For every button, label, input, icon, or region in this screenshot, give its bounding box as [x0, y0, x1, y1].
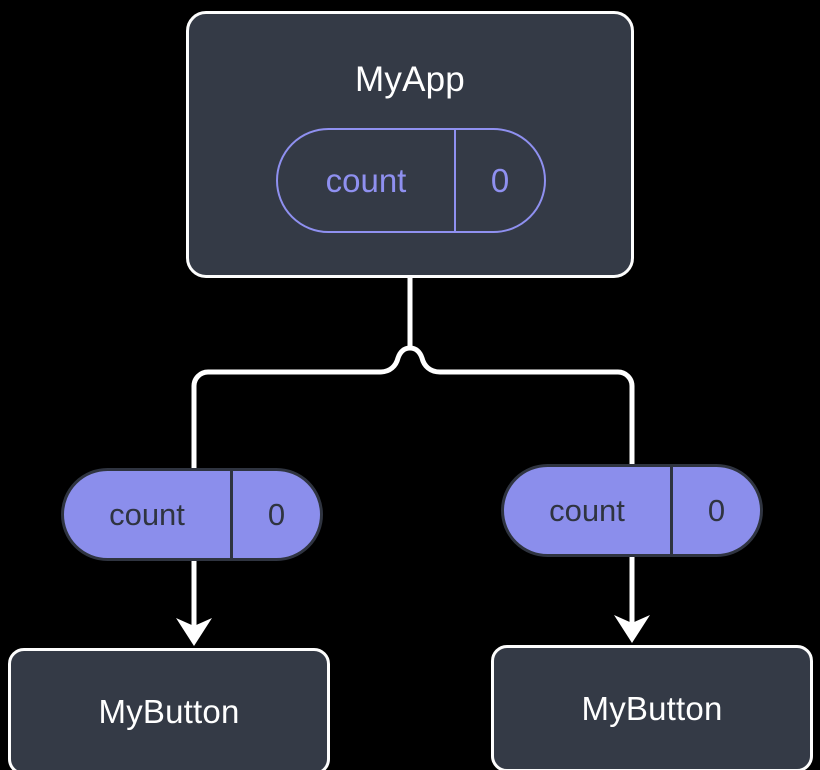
- state-pill-root[interactable]: count 0: [276, 128, 546, 233]
- state-pill-child-left[interactable]: count 0: [61, 468, 323, 561]
- node-label-myapp: MyApp: [355, 60, 465, 99]
- state-pill-child-right-key: count: [549, 493, 625, 528]
- state-pill-child-left-key: count: [109, 497, 185, 532]
- node-label-mybutton-left: MyButton: [98, 693, 240, 730]
- arrowhead-left: [176, 618, 212, 646]
- edge-root-to-right-child: [407, 345, 635, 467]
- arrowhead-right: [614, 615, 650, 643]
- edge-root-to-left-child: [191, 345, 413, 471]
- state-pill-root-key: count: [325, 162, 407, 199]
- component-node-mybutton-left[interactable]: MyButton: [8, 648, 330, 770]
- state-pill-child-right-value: 0: [670, 467, 760, 554]
- state-pill-child-left-value: 0: [230, 471, 320, 558]
- component-node-mybutton-right[interactable]: MyButton: [491, 645, 813, 770]
- state-pill-root-value: 0: [454, 130, 544, 231]
- node-label-mybutton-right: MyButton: [581, 690, 723, 727]
- state-pill-child-right[interactable]: count 0: [501, 464, 763, 557]
